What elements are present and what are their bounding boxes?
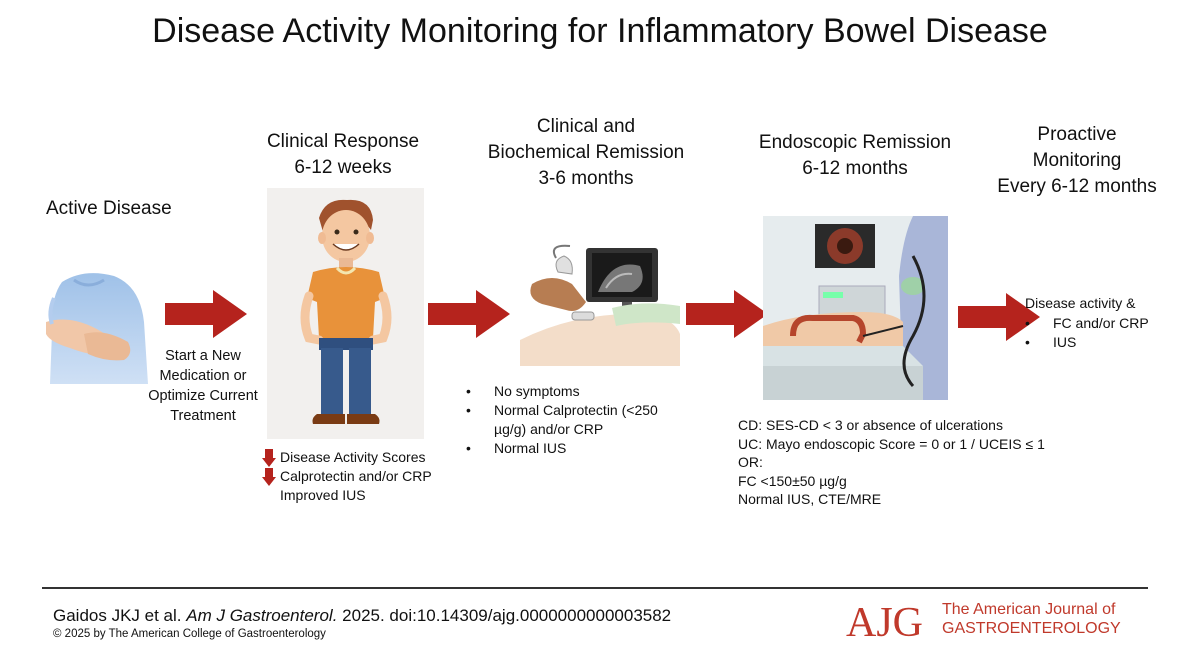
proactive-bullets: FC and/or CRP IUS (1025, 314, 1175, 352)
active-disease-title: Active Disease (46, 198, 172, 219)
citation-doi: 2025. doi:10.14309/ajg.0000000000003582 (342, 606, 672, 625)
progress-arrow-4-icon (958, 293, 1040, 341)
criterion-text: Improved IUS (280, 487, 366, 503)
copyright-notice: © 2025 by The American College of Gastro… (53, 628, 326, 640)
journal-name-line2: GASTROENTEROLOGY (942, 620, 1121, 637)
title-line: 6-12 months (802, 158, 908, 179)
proactive-monitoring-title: Proactive Monitoring Every 6-12 months (986, 122, 1168, 200)
citation: Gaidos JKJ et al. Am J Gastroenterol. 20… (53, 606, 671, 626)
criterion-row: Calprotectin and/or CRP (262, 467, 462, 486)
progress-arrow-1-icon (165, 290, 247, 338)
criterion-row: Disease Activity Scores (262, 448, 462, 467)
title-line: 6-12 weeks (294, 157, 392, 178)
criterion-text: Disease Activity Scores (280, 449, 426, 465)
criterion-line: OR: (738, 454, 763, 470)
criterion-line: CD: SES-CD < 3 or absence of ulcerations (738, 417, 1003, 433)
journal-name-line1: The American Journal of (942, 601, 1116, 618)
biochemical-remission-title: Clinical and Biochemical Remission 3-6 m… (478, 114, 694, 192)
criterion-item: IUS (1025, 333, 1175, 352)
footer-divider (42, 587, 1148, 589)
ajg-logo-text: AJG (846, 600, 923, 642)
title-line: Proactive (1037, 124, 1117, 145)
title-line: Biochemical Remission (487, 142, 685, 163)
caption-line: Medication or (159, 368, 247, 384)
clinical-response-criteria: Disease Activity Scores Calprotectin and… (262, 448, 462, 505)
citation-authors: Gaidos JKJ et al. (53, 606, 182, 625)
endoscopic-remission-criteria: CD: SES-CD < 3 or absence of ulcerations… (738, 416, 1068, 509)
happy-patient-illustration (267, 188, 424, 439)
title-line: Every 6-12 months (997, 176, 1157, 197)
progress-arrow-3-icon (686, 290, 768, 338)
citation-journal: Am J Gastroenterol. (186, 606, 338, 625)
caption-line: Treatment (170, 408, 236, 424)
criterion-line: UC: Mayo endoscopic Score = 0 or 1 / UCE… (738, 435, 1045, 452)
ajg-logo: AJG (846, 600, 923, 642)
endoscopy-procedure-illustration (763, 216, 948, 400)
proactive-monitoring-criteria: Disease activity & FC and/or CRP IUS (1025, 294, 1175, 352)
title-line: Endoscopic Remission (758, 132, 952, 153)
criterion-item: No symptoms (466, 382, 666, 401)
caption-line: Start a New (165, 348, 241, 364)
criterion-line: FC <150±50 µg/g (738, 472, 847, 489)
figure-title: Disease Activity Monitoring for Inflamma… (152, 12, 1048, 50)
criterion-item: Normal Calprotectin (<250 µg/g) and/or C… (466, 401, 666, 439)
criterion-item: FC and/or CRP (1025, 314, 1175, 333)
caption-line: Optimize Current (148, 388, 258, 404)
title-line: Monitoring (1032, 150, 1122, 171)
proactive-lead: Disease activity & (1025, 295, 1136, 311)
clinical-response-title: Clinical Response 6-12 weeks (248, 129, 438, 181)
criterion-line: Normal IUS, CTE/MRE (738, 491, 882, 507)
down-arrow-icon (262, 449, 276, 467)
progress-arrow-2-icon (428, 290, 510, 338)
title-line: Clinical and (536, 116, 636, 137)
biochemical-remission-criteria: No symptoms Normal Calprotectin (<250 µg… (466, 382, 666, 458)
start-treatment-caption: Start a New Medication or Optimize Curre… (138, 346, 268, 426)
intestinal-ultrasound-illustration (512, 244, 682, 366)
criterion-row: Improved IUS (262, 486, 462, 505)
title-line: 3-6 months (538, 168, 634, 189)
criterion-item: Normal IUS (466, 439, 666, 458)
title-line: Clinical Response (266, 131, 420, 152)
down-arrow-icon (262, 468, 276, 486)
journal-name: The American Journal of GASTROENTEROLOGY (942, 600, 1121, 638)
criterion-text: Calprotectin and/or CRP (280, 468, 432, 484)
endoscopic-remission-title: Endoscopic Remission 6-12 months (748, 130, 962, 182)
patient-abdominal-pain-illustration (44, 262, 152, 384)
